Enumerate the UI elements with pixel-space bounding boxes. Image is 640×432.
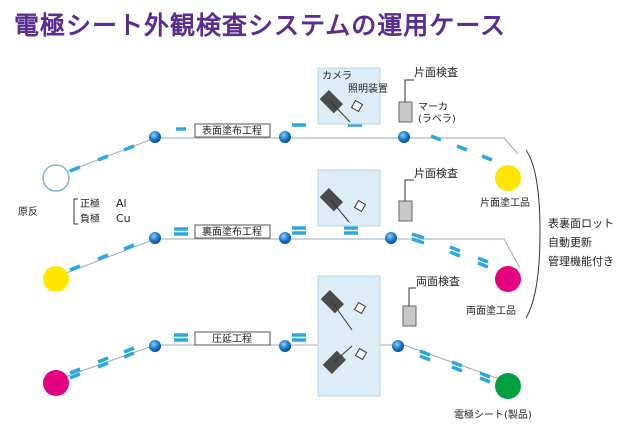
output-final-label: 電極シート(製品) xyxy=(454,408,532,421)
sheet-segment xyxy=(451,360,463,368)
roller xyxy=(149,232,161,244)
feature-text-1: 表裏面ロット xyxy=(548,216,614,230)
marker-label: マーカ xyxy=(418,101,448,113)
sheet-segment xyxy=(419,354,431,362)
positive-material-label: Al xyxy=(116,197,127,210)
lighting-icon xyxy=(353,199,367,213)
sheet-line-row-2 xyxy=(55,238,521,278)
lighting-icon xyxy=(353,301,367,315)
sheet-segment xyxy=(69,165,81,173)
single-coated-roll-yellow xyxy=(495,165,521,191)
roller xyxy=(279,131,291,143)
process-front-box xyxy=(194,123,271,138)
camera-icon xyxy=(320,289,353,331)
sheet-path-row-1 xyxy=(55,123,519,177)
sheet-segment xyxy=(479,376,491,384)
sheet-segment xyxy=(449,245,461,253)
labeler-label: (ラベラ) xyxy=(418,113,456,125)
product-roll-green xyxy=(495,373,521,399)
sheet-segment xyxy=(97,361,109,369)
roller xyxy=(149,340,161,352)
lighting-label: 照明装置 xyxy=(348,82,388,95)
sheet-segment xyxy=(411,232,425,240)
roller xyxy=(398,131,410,143)
leader-line xyxy=(404,179,414,201)
sheet-path-row-2 xyxy=(55,226,521,278)
leader-line xyxy=(408,287,416,306)
sheet-segment xyxy=(456,144,468,152)
process-press-label: 圧延工程 xyxy=(212,333,252,345)
single-coated-roll-yellow xyxy=(43,266,69,292)
sheet-segment xyxy=(451,365,463,373)
sheet-segment xyxy=(481,154,493,162)
sheet-segment xyxy=(411,237,425,245)
marker-icon xyxy=(398,200,413,222)
sheet-segment xyxy=(449,250,461,258)
sheet-segment xyxy=(477,261,489,269)
camera-icon xyxy=(319,187,350,223)
process-front-label: 表面塗布工程 xyxy=(202,124,262,137)
sheet-segment xyxy=(477,256,489,264)
feature-text-3: 管理機能付き xyxy=(548,254,614,268)
raw-sheet-roll xyxy=(42,164,70,192)
inspection-label-3: 両面検査 xyxy=(416,274,460,288)
sheet-segment xyxy=(97,154,109,162)
roller xyxy=(279,232,291,244)
sheet-segment xyxy=(430,134,442,142)
marker-icon xyxy=(398,101,413,123)
roller xyxy=(385,232,397,244)
camera-label: カメラ xyxy=(322,70,352,82)
sheet-segment xyxy=(69,372,81,380)
features-bracket xyxy=(525,149,541,319)
sheet-segment xyxy=(97,253,109,261)
electrode-bracket xyxy=(73,198,78,225)
sheet-segment xyxy=(123,144,135,152)
double-coated-roll-magenta xyxy=(495,266,521,292)
inspection-label-1: 片面検査 xyxy=(414,65,458,79)
sheet-segment xyxy=(123,346,135,354)
roller xyxy=(149,131,161,143)
roller xyxy=(392,340,404,352)
process-press-box xyxy=(194,331,271,346)
raw-sheet-label: 原反 xyxy=(18,206,38,218)
double-coated-roll-magenta xyxy=(43,370,69,396)
lighting-icon xyxy=(350,99,364,113)
sheet-segment xyxy=(479,371,491,379)
process-back-box xyxy=(194,224,271,239)
inspection-label-2: 片面検査 xyxy=(414,166,458,180)
sheet-segment xyxy=(69,367,81,375)
sheet-segment xyxy=(123,243,135,251)
process-back-label: 裏面塗布工程 xyxy=(202,225,262,238)
roller xyxy=(279,340,291,352)
output-single-label: 片面塗工品 xyxy=(480,196,530,209)
negative-label: 負極 xyxy=(80,212,100,225)
output-double-label: 両面塗工品 xyxy=(466,304,516,317)
marker-icon xyxy=(402,305,417,327)
lighting-icon xyxy=(354,347,368,361)
sheet-segment xyxy=(123,351,135,359)
sheet-segment xyxy=(69,264,81,272)
camera-icon xyxy=(322,345,353,375)
negative-material-label: Cu xyxy=(116,212,131,225)
sheet-segment xyxy=(419,349,431,357)
positive-label: 正極 xyxy=(80,197,100,210)
feature-text-2: 自動更新 xyxy=(548,235,592,249)
leader-line xyxy=(404,79,414,102)
page-title: 電極シート外観検査システムの運用ケース xyxy=(14,11,507,40)
camera-icon xyxy=(319,89,351,123)
sheet-segment xyxy=(97,356,109,364)
